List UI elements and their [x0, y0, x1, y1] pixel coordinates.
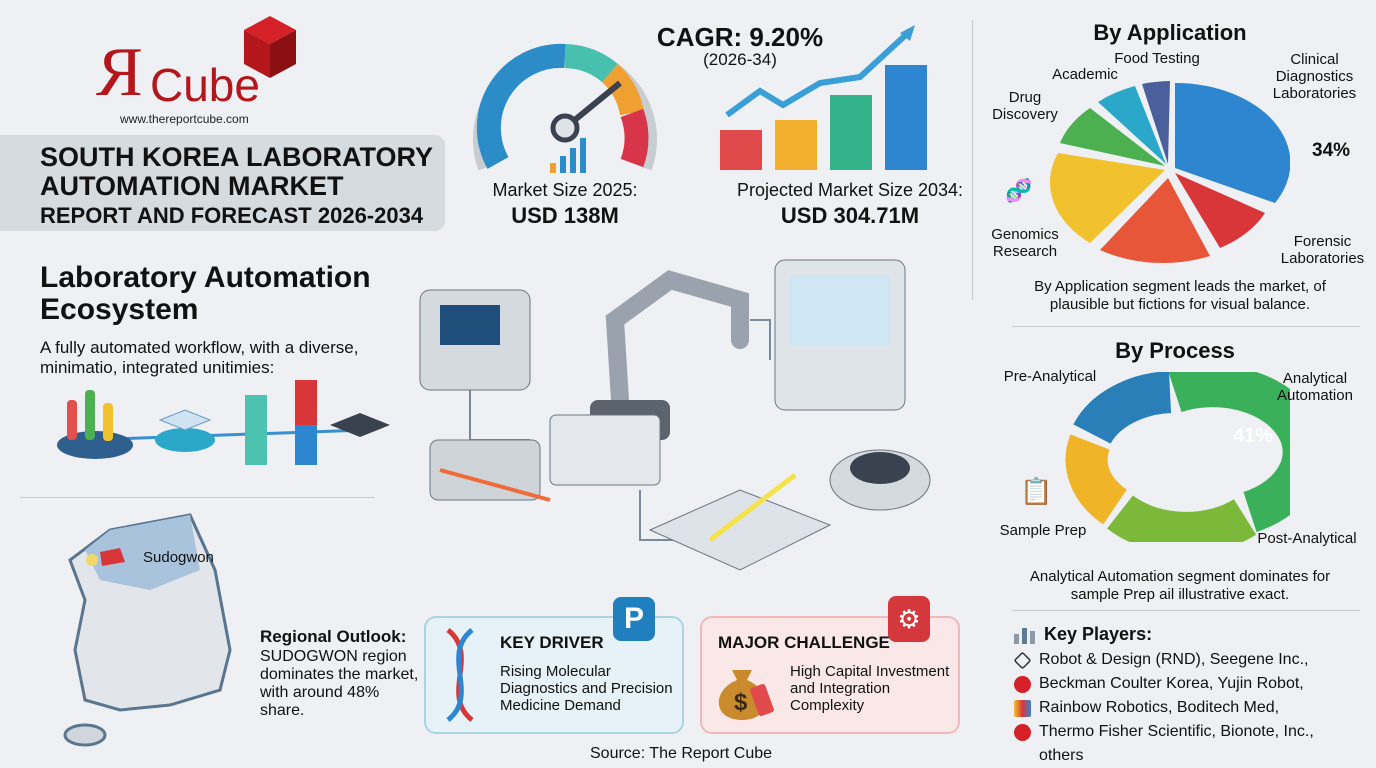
donut-slice-pre	[1073, 372, 1172, 445]
ecosystem-title: Laboratory Automation Ecosystem	[40, 261, 371, 326]
beckman-logo-icon	[1014, 675, 1031, 693]
rnd-logo-icon	[1013, 650, 1032, 670]
application-note: By Application segment leads the market,…	[1034, 278, 1326, 313]
workflow-illustration	[57, 380, 390, 465]
bar-chart-icon	[1014, 627, 1035, 644]
player-text: Robot & Design (RND), Seegene Inc.,	[1039, 651, 1309, 668]
major-challenge-text: High Capital Investment and Integration …	[790, 663, 950, 714]
logo-cube-icon	[244, 16, 296, 78]
process-donut-chart	[1065, 372, 1290, 542]
south-korea-map	[63, 513, 232, 747]
pie-slice-forensic	[1175, 173, 1265, 248]
pie-slice-academic-green	[1060, 108, 1165, 166]
label-post-analytical: Post-Analytical	[1257, 530, 1357, 547]
pie-slice-genomics	[1100, 178, 1210, 264]
projected-size-label: Projected Market Size 2034:	[736, 180, 964, 200]
label-clinical-diagnostics: Clinical Diagnostics Laboratories	[1272, 51, 1357, 102]
key-driver-badge-icon: P	[613, 597, 655, 641]
donut-slice-analytical	[1168, 372, 1290, 532]
player-text: Beckman Coulter Korea, Yujin Robot,	[1039, 675, 1304, 692]
application-pie-chart	[1049, 81, 1290, 264]
source-credit: Source: The Report Cube	[590, 745, 773, 762]
gears-icon: ⚙	[888, 596, 930, 642]
player-line: Rainbow Robotics, Boditech Med,	[1014, 696, 1374, 720]
dna-icon	[446, 628, 474, 722]
growth-bars-icon	[720, 25, 927, 170]
label-drug-discovery: Drug Discovery	[992, 89, 1058, 123]
regional-title: Regional Outlook:	[260, 627, 407, 646]
player-text: others	[1039, 747, 1084, 764]
report-subtitle: REPORT AND FORECAST 2026-2034	[40, 203, 424, 228]
analytical-share-value: 41%	[1233, 425, 1274, 447]
player-line: others	[1014, 744, 1374, 768]
major-challenge-title: MAJOR CHALLENGE	[718, 633, 890, 652]
cagr-value: CAGR: 9.20%	[656, 22, 824, 52]
label-food-testing: Food Testing	[1114, 50, 1200, 67]
label-academic: Academic	[1052, 66, 1118, 83]
money-bag-icon: $	[718, 670, 774, 720]
pie-slice-clinical	[1175, 82, 1290, 203]
ecosystem-description: A fully automated workflow, with a diver…	[40, 338, 359, 377]
divider	[1012, 326, 1360, 327]
pie-slice-drug	[1049, 153, 1165, 243]
player-text: Thermo Fisher Scientific, Bionote, Inc.,	[1039, 723, 1314, 740]
gauge-icon	[473, 43, 657, 173]
title-band	[0, 135, 445, 231]
player-text: Rainbow Robotics, Boditech Med,	[1039, 699, 1280, 716]
cagr-period: (2026-34)	[703, 50, 777, 69]
thermo-logo-icon	[1014, 723, 1031, 741]
label-genomics-research: Genomics Research	[991, 226, 1059, 260]
map-label-sudogwon: Sudogwon	[143, 549, 214, 566]
clinical-share-value: 34%	[1312, 140, 1351, 161]
rainbow-logo-icon	[1014, 699, 1031, 717]
logo-wordmark: Cube	[150, 59, 260, 111]
process-note: Analytical Automation segment dominates …	[1029, 568, 1331, 603]
by-application-title: By Application	[1093, 20, 1247, 45]
by-process-title: By Process	[1115, 338, 1235, 363]
donut-slice-sample	[1065, 434, 1128, 525]
divider	[20, 497, 375, 498]
player-line: Beckman Coulter Korea, Yujin Robot,	[1014, 672, 1374, 696]
regional-text: SUDOGWON region dominates the market, wi…	[260, 648, 419, 719]
market-size-label: Market Size 2025:	[492, 180, 638, 200]
pie-slice-food	[1142, 81, 1170, 164]
key-players-list: Robot & Design (RND), Seegene Inc., Beck…	[1013, 648, 1374, 768]
key-driver-title: KEY DRIVER	[500, 633, 604, 652]
logo-url[interactable]: www.thereportcube.com	[120, 112, 249, 126]
donut-slice-post	[1107, 494, 1257, 542]
pie-slice-academic	[1098, 86, 1166, 164]
divider	[1012, 610, 1360, 611]
lab-automation-illustration	[419, 259, 931, 571]
logo-r-glyph: R	[96, 34, 143, 111]
svg-text:$: $	[734, 689, 748, 716]
label-sample-prep: Sample Prep	[999, 522, 1087, 539]
clipboard-icon: 📋	[1020, 476, 1053, 506]
projected-size-value: USD 304.71M	[780, 203, 920, 228]
key-players-title: Key Players:	[1044, 624, 1153, 644]
player-line: Robot & Design (RND), Seegene Inc.,	[1013, 648, 1374, 672]
vertical-divider	[972, 20, 973, 300]
label-analytical-automation: Analytical Automation	[1277, 370, 1353, 404]
label-pre-analytical: Pre-Analytical	[1003, 368, 1097, 385]
key-players-header: Key Players:	[1014, 624, 1152, 645]
dna-icon: 🧬	[1005, 178, 1033, 203]
key-driver-text: Rising Molecular Diagnostics and Precisi…	[500, 663, 673, 714]
label-forensic-laboratories: Forensic Laboratories	[1280, 233, 1365, 267]
player-line: Thermo Fisher Scientific, Bionote, Inc.,	[1014, 720, 1374, 744]
market-size-value: USD 138M	[511, 203, 619, 228]
